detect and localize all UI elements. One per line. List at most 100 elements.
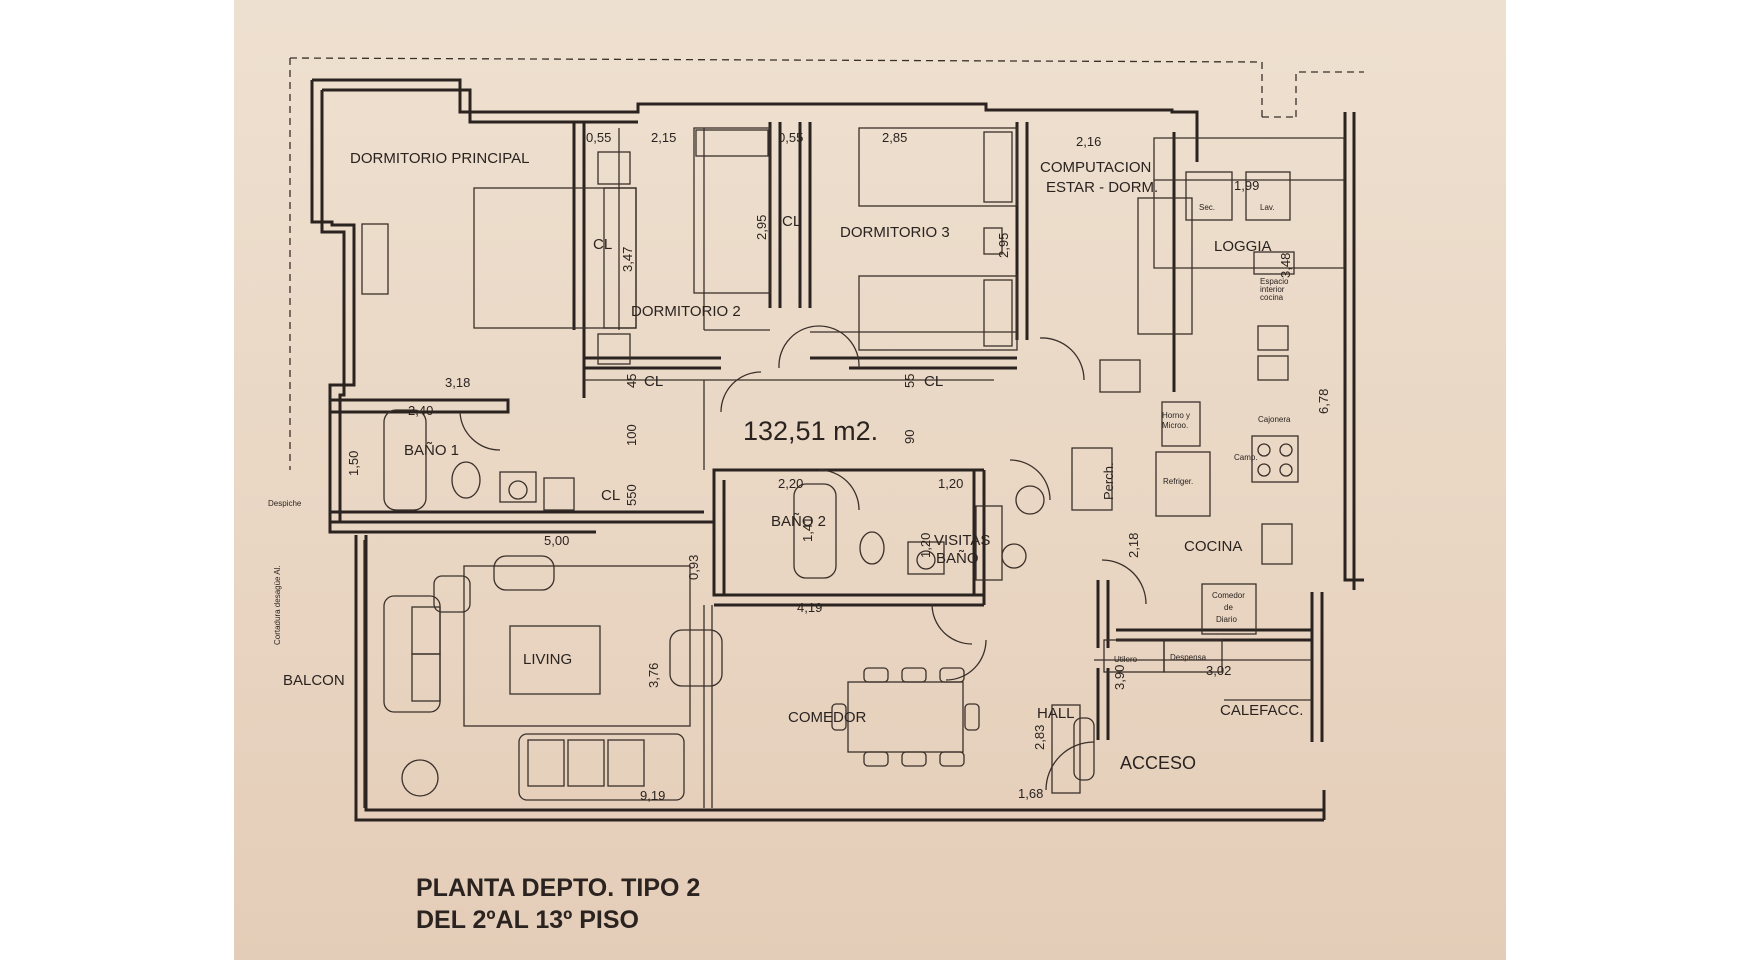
armchair [493,555,555,591]
kitchen-sink [1261,523,1293,565]
label-estar-dorm: ESTAR - DORM. [1046,179,1158,196]
interior-walls [330,122,1312,648]
dimension: 2,83 [1032,725,1047,750]
oven-microwave [1161,401,1201,447]
label-hall: HALL [1037,705,1075,722]
dimension: 3,48 [1278,253,1293,278]
dimension: 0,55 [778,130,803,145]
cooktop [1251,435,1299,483]
bathtub [383,409,427,511]
living-rug [463,565,691,727]
sink [907,541,945,575]
dimension: 90 [902,430,917,444]
dimension: 1,41 [800,517,815,542]
label-loggia: LOGGIA [1214,238,1272,255]
toilet [1015,485,1045,515]
label-dormitorio-principal: DORMITORIO PRINCIPAL [350,150,529,167]
sideboard [1051,704,1081,794]
label-closet: CL [593,236,612,253]
label-cocina: COCINA [1184,538,1242,555]
label-calefacc: CALEFACC. [1220,702,1303,719]
dimension: 2,95 [996,233,1011,258]
label-closet: CL [782,213,801,230]
label-cajonera: Cajonera [1258,415,1291,424]
label-living: LIVING [523,651,572,668]
single-bed [858,127,1018,207]
label-bano-1: BAÑO 1 [404,442,459,459]
label-de: de [1224,603,1233,612]
plant [401,759,439,797]
label-horno: Horno y [1162,411,1190,420]
exterior-walls [310,78,1364,822]
single-bed [693,127,771,294]
armchair [669,629,723,687]
dimension: 0,55 [586,130,611,145]
breakfast-table [1201,583,1257,635]
label-despiche: Despiche [268,499,302,508]
label-closet: CL [601,487,620,504]
fixtures [383,171,1299,673]
toilet [451,461,481,499]
dimension: 550 [624,484,639,506]
label-utilero: Utilero [1114,655,1138,664]
label-refrigerador: Refriger. [1163,477,1193,486]
dimension: 5,00 [544,533,569,548]
label-dormitorio-2: DORMITORIO 2 [631,303,741,320]
coat-rack [1071,447,1113,511]
double-bed [473,187,637,329]
dimension: 45 [624,374,639,388]
dimension: 2,16 [1076,134,1101,149]
label-espacio: Espacio [1260,277,1289,286]
blueprint-sheet: DORMITORIO PRINCIPAL DORMITORIO 2 DORMIT… [234,0,1506,960]
plan-title-line1: PLANTA DEPTO. TIPO 2 [416,874,700,902]
dimension: 100 [624,424,639,446]
label-dormitorio-3: DORMITORIO 3 [840,224,950,241]
label-despensa: Despensa [1170,653,1207,662]
label-microo: Microo. [1162,421,1188,430]
refrigerator [1155,451,1211,517]
coffee-table [509,625,601,695]
sofa [518,733,685,801]
furniture [361,127,1193,801]
label-perch: Perch. [1101,462,1116,500]
label-visitas-bano: BAÑO [936,550,979,567]
dimension: 2,20 [778,476,803,491]
label-lav: Lav. [1260,203,1275,212]
dimension: 2,18 [1126,533,1141,558]
label-closet: CL [644,373,663,390]
single-bed [858,275,1018,351]
label-comedor: COMEDOR [788,709,867,726]
dimension: 9,19 [640,788,665,803]
label-cocina-small: cocina [1260,293,1284,302]
label-bano-2: BAÑO 2 [771,513,826,530]
label-closet: CL [924,373,943,390]
label-balcon: BALCON [283,672,345,689]
dimension: 55 [902,374,917,388]
label-camp: Camp. [1234,453,1258,462]
door-swings [459,325,1147,791]
dimension: 4,19 [797,600,822,615]
dryer [1185,171,1233,221]
dimension: 1,20 [938,476,963,491]
dimension: 2,15 [651,130,676,145]
toilet [859,531,885,565]
label-visitas: VISITAS [934,532,990,549]
dimension: 2,95 [754,215,769,240]
dimension: 2,40 [408,403,433,418]
dimension: 1,68 [1018,786,1043,801]
label-balcon-note: Cortadura desagüe Al. [273,565,282,645]
label-diario: Diario [1216,615,1237,624]
bathtub [793,483,837,579]
washer [1245,171,1291,221]
dimension: 0,93 [686,555,701,580]
floor-plan: DORMITORIO PRINCIPAL DORMITORIO 2 DORMIT… [268,57,1364,934]
plan-title-line2: DEL 2ºAL 13º PISO [416,906,639,934]
sofa-bed [1137,197,1193,335]
label-computacion: COMPUTACION [1040,159,1151,176]
label-comedor-diario: Comedor [1212,591,1245,600]
dimension: 3,90 [1112,665,1127,690]
sink [1001,543,1027,569]
dimension: 2,85 [882,130,907,145]
sink [499,471,537,503]
dimension: 3,18 [445,375,470,390]
